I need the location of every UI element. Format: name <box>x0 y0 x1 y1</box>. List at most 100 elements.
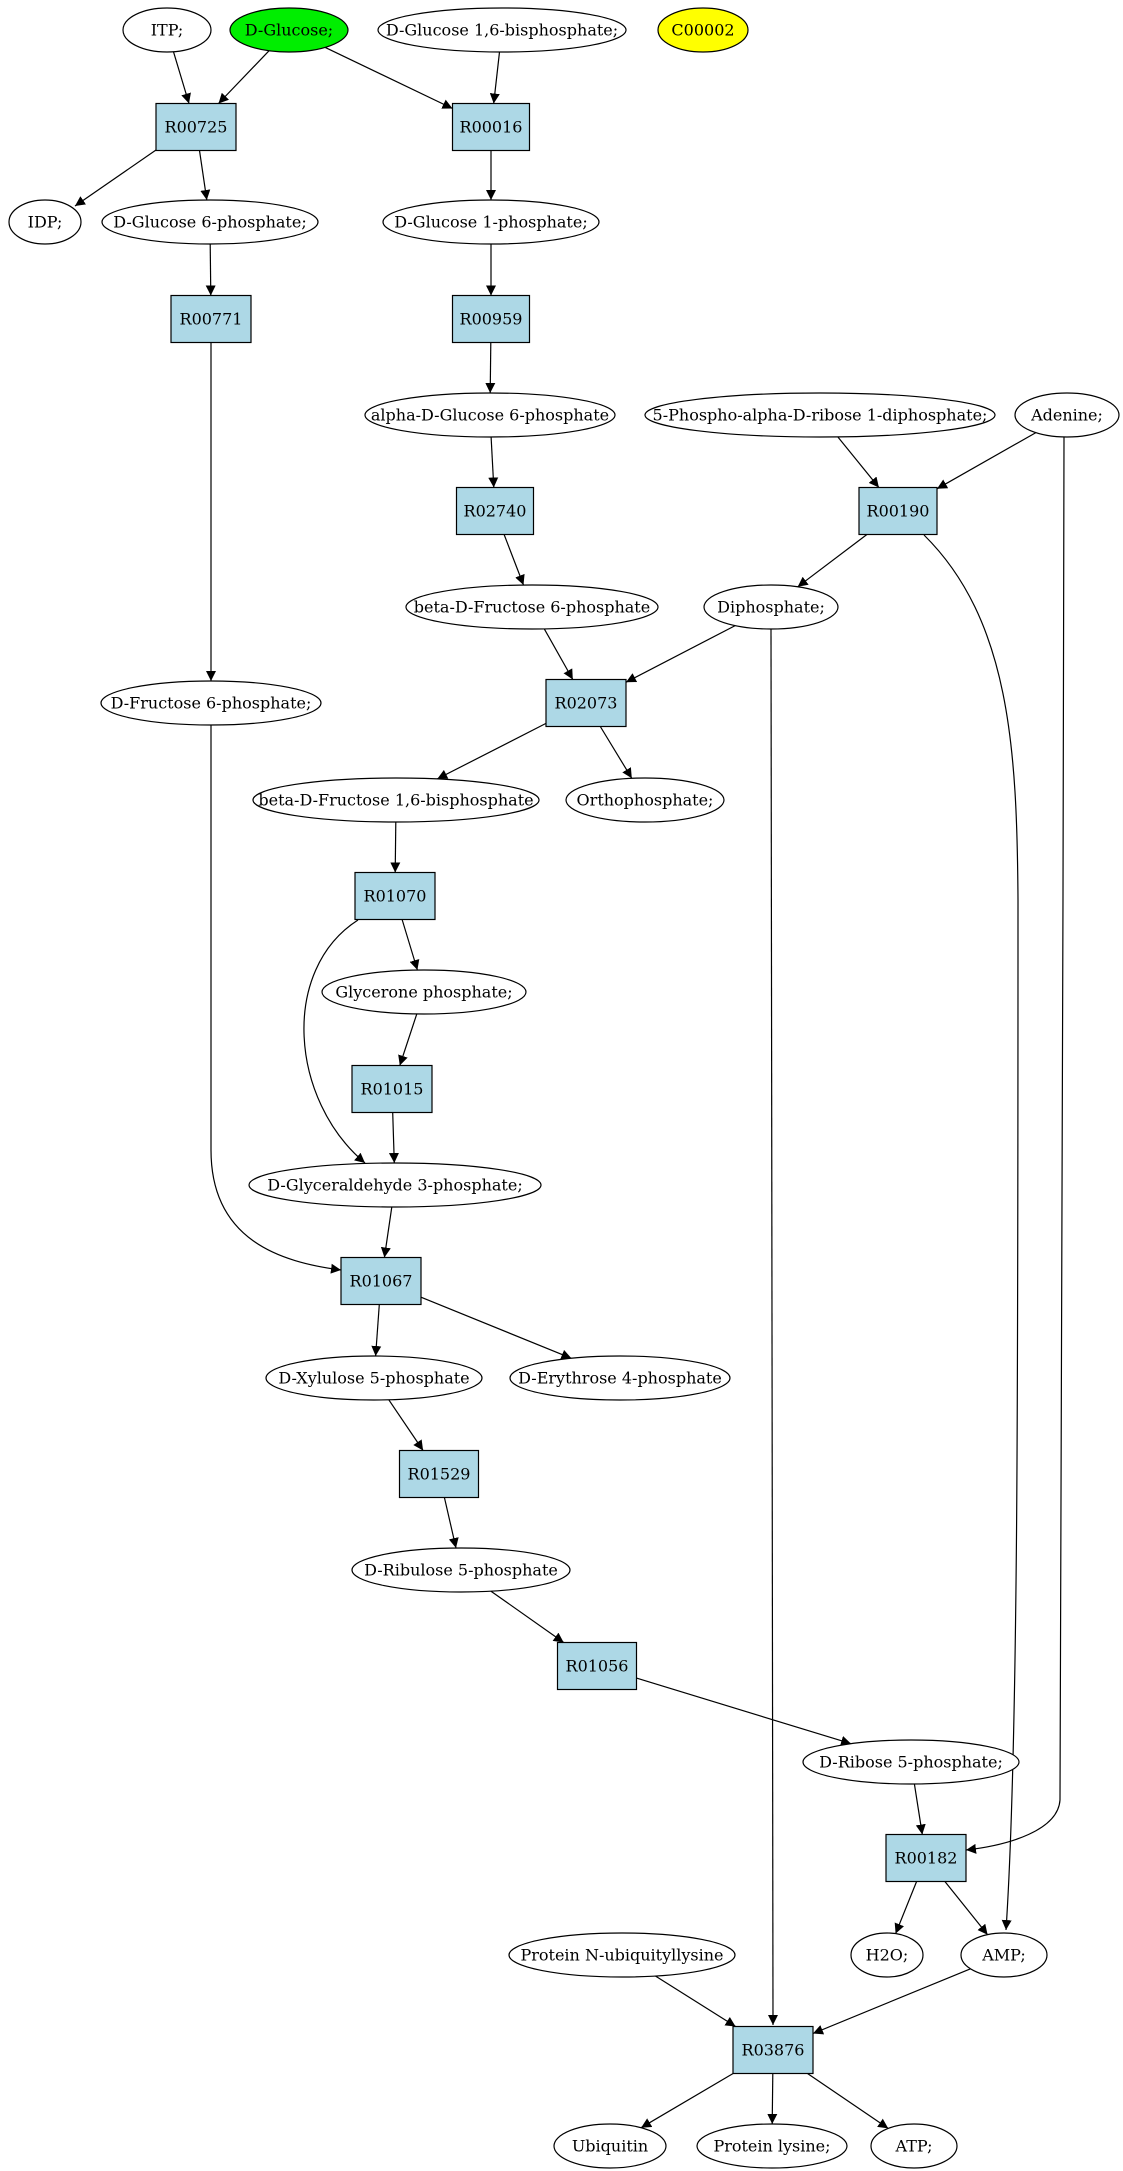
metabolite-node-orthophosphate[interactable]: Orthophosphate; <box>565 777 725 823</box>
reaction-node-r01015[interactable]: R01015 <box>351 1064 433 1114</box>
metabolite-label: alpha-D-Glucose 6-phosphate <box>371 406 609 425</box>
metabolite-node-d-erythrose-4-phosphate[interactable]: D-Erythrose 4-phosphate <box>509 1355 731 1401</box>
metabolite-node-d-glucose[interactable]: D-Glucose; <box>229 7 349 53</box>
metabolite-node-itp[interactable]: ITP; <box>122 7 212 53</box>
metabolite-node-idp[interactable]: IDP; <box>8 199 82 245</box>
metabolite-label: Ubiquitin <box>572 2137 648 2156</box>
nodes-layer: ITP; D-Glucose; D-Glucose 1,6-bisphosphate… <box>8 7 1120 2169</box>
metabolite-ellipse <box>405 584 659 630</box>
edge-r02740-to-beta-d-fructose-6-phosphate <box>503 534 525 586</box>
reaction-node-r00771[interactable]: R00771 <box>170 294 252 344</box>
reaction-box <box>170 294 252 344</box>
edge-glycerone-phosphate-to-r01015 <box>398 1013 418 1066</box>
reaction-node-r01070[interactable]: R01070 <box>354 871 436 921</box>
metabolite-ellipse <box>101 199 319 245</box>
metabolite-ellipse <box>644 392 996 438</box>
reaction-node-r00959[interactable]: R00959 <box>451 294 531 344</box>
reaction-box <box>354 871 436 921</box>
metabolite-label: Glycerone phosphate; <box>335 983 512 1002</box>
edge-diphosphate-to-r02073 <box>625 625 736 683</box>
metabolite-node-d-fructose-6-phosphate[interactable]: D-Fructose 6-phosphate; <box>100 680 322 726</box>
reaction-node-r03876[interactable]: R03876 <box>732 2025 814 2075</box>
reaction-box <box>732 2025 814 2075</box>
reaction-node-r00190[interactable]: R00190 <box>858 486 938 536</box>
metabolite-node-h2o[interactable]: H2O; <box>850 1932 924 1978</box>
reaction-node-r02740[interactable]: R02740 <box>455 486 535 536</box>
metabolite-label: D-Ribulose 5-phosphate <box>364 1561 558 1580</box>
metabolite-node-d-glucose-6-phosphate[interactable]: D-Glucose 6-phosphate; <box>101 199 319 245</box>
metabolite-node-protein-lysine[interactable]: Protein lysine; <box>696 2123 848 2169</box>
metabolite-label: D-Glyceraldehyde 3-phosphate; <box>267 1176 522 1195</box>
metabolite-label: H2O; <box>866 1946 909 1965</box>
reaction-node-r00016[interactable]: R00016 <box>451 102 531 152</box>
metabolite-node-glycerone-phosphate[interactable]: Glycerone phosphate; <box>321 969 527 1015</box>
metabolite-node-d-ribulose-5-phosphate[interactable]: D-Ribulose 5-phosphate <box>351 1547 571 1593</box>
metabolite-label: D-Glucose 6-phosphate; <box>113 213 306 232</box>
reaction-box <box>455 486 535 536</box>
metabolite-label: D-Glucose; <box>245 21 333 40</box>
metabolite-ellipse <box>696 2123 848 2169</box>
metabolite-label: 5-Phospho-alpha-D-ribose 1-diphosphate; <box>653 406 988 425</box>
metabolite-ellipse <box>1014 392 1120 438</box>
reaction-label: R01067 <box>350 1272 413 1291</box>
reaction-box <box>351 1064 433 1114</box>
reaction-label: R01529 <box>408 1465 471 1484</box>
edge-d-xylulose-5-phosphate-to-r01529 <box>388 1399 424 1451</box>
metabolite-label: Protein N-ubiquityllysine <box>520 1946 723 1965</box>
edge-r02073-to-orthophosphate <box>599 726 633 779</box>
metabolite-ellipse <box>960 1932 1048 1978</box>
reaction-label: R02073 <box>555 694 618 713</box>
metabolite-ellipse <box>248 1162 542 1208</box>
reaction-node-r02073[interactable]: R02073 <box>545 678 627 728</box>
reaction-node-r01067[interactable]: R01067 <box>340 1256 422 1306</box>
edge-r01070-to-glycerone-phosphate <box>401 919 420 971</box>
metabolite-node-d-glyceraldehyde-3-phosphate[interactable]: D-Glyceraldehyde 3-phosphate; <box>248 1162 542 1208</box>
metabolite-node-beta-d-fructose-6-phosphate[interactable]: beta-D-Fructose 6-phosphate <box>405 584 659 630</box>
reaction-node-r01056[interactable]: R01056 <box>556 1641 638 1691</box>
metabolite-node-atp[interactable]: ATP; <box>870 2123 958 2169</box>
metabolite-node-c00002[interactable]: C00002 <box>657 7 749 53</box>
metabolite-node-d-ribose-5-phosphate[interactable]: D-Ribose 5-phosphate; <box>802 1739 1020 1785</box>
reaction-node-r00725[interactable]: R00725 <box>155 102 237 152</box>
metabolite-label: IDP; <box>28 213 63 232</box>
edge-r00182-to-amp <box>944 1881 989 1936</box>
metabolite-label: beta-D-Fructose 1,6-bisphosphate <box>258 791 533 810</box>
reaction-label: R00190 <box>867 502 930 521</box>
edge-r01067-to-d-xylulose-5-phosphate <box>371 1304 382 1357</box>
metabolite-ellipse <box>8 199 82 245</box>
edge-r03876-to-protein-lysine <box>767 2073 778 2125</box>
metabolite-node-amp[interactable]: AMP; <box>960 1932 1048 1978</box>
reaction-node-r01529[interactable]: R01529 <box>398 1449 480 1499</box>
reaction-label: R00959 <box>460 310 523 329</box>
edge-r03876-to-atp <box>807 2073 889 2129</box>
metabolite-label: D-Erythrose 4-phosphate <box>518 1369 722 1388</box>
metabolite-label: D-Fructose 6-phosphate; <box>111 694 312 713</box>
edge-d-fructose-6-phosphate-to-r01067 <box>210 725 342 1274</box>
edge-d-glucose-6-phosphate-to-r00771 <box>205 243 216 296</box>
edge-r00190-to-amp <box>923 534 1019 1931</box>
metabolite-node-beta-d-fructose-16-bisphosphate[interactable]: beta-D-Fructose 1,6-bisphosphate <box>252 777 540 823</box>
metabolite-ellipse <box>508 1932 736 1978</box>
reaction-label: R00771 <box>180 310 243 329</box>
metabolite-ellipse <box>553 2123 667 2169</box>
reaction-label: R03876 <box>742 2041 805 2060</box>
edges-layer <box>74 46 1065 2129</box>
metabolite-node-d-glucose-1-phosphate[interactable]: D-Glucose 1-phosphate; <box>382 199 600 245</box>
reaction-label: R00182 <box>895 1849 958 1868</box>
metabolite-label: Protein lysine; <box>713 2137 830 2156</box>
metabolite-node-adenine[interactable]: Adenine; <box>1014 392 1120 438</box>
metabolite-node-d-glucose-16-bisphosphate[interactable]: D-Glucose 1,6-bisphosphate; <box>377 7 627 53</box>
reaction-node-r00182[interactable]: R00182 <box>885 1833 967 1883</box>
metabolite-label: C00002 <box>671 21 734 40</box>
reaction-label: R01015 <box>361 1080 424 1099</box>
metabolite-node-prpp[interactable]: 5-Phospho-alpha-D-ribose 1-diphosphate; <box>644 392 996 438</box>
metabolite-label: D-Ribose 5-phosphate; <box>819 1753 1003 1772</box>
metabolite-node-diphosphate[interactable]: Diphosphate; <box>703 584 839 630</box>
metabolite-node-ubiquitin[interactable]: Ubiquitin <box>553 2123 667 2169</box>
metabolite-ellipse <box>377 7 627 53</box>
metabolite-node-alpha-d-glucose-6-phosphate[interactable]: alpha-D-Glucose 6-phosphate <box>364 392 616 438</box>
metabolite-node-protein-n-ubiquityllysine[interactable]: Protein N-ubiquityllysine <box>508 1932 736 1978</box>
edge-diphosphate-to-r03876 <box>767 628 778 2026</box>
metabolite-node-d-xylulose-5-phosphate[interactable]: D-Xylulose 5-phosphate <box>265 1355 483 1401</box>
